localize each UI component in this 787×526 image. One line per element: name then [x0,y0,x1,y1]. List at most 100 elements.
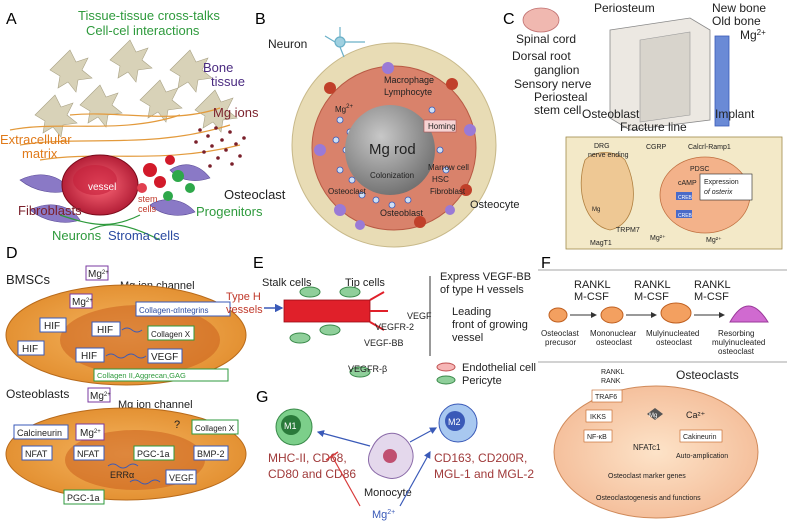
osteoclastogenesis-label: Osteoclastogenesis and functions [596,495,701,502]
rank-label-2: RANK [601,378,621,385]
tip-cells-label: Tip cells [345,277,385,289]
nfat-label-1: NFAT [25,449,48,459]
vegf2-label: VEGF [169,473,194,483]
mg-label-d3: Mg2+ [90,391,111,402]
mono-label-2: osteoclast [596,338,633,347]
bmp2-box [193,445,229,461]
collagen-ii-label: Collagen II,Aggrecan,GAG [97,371,186,380]
mg-box-d1 [85,265,109,281]
old-bone-label: Old bone [712,14,761,28]
collagen-ii-box [93,368,229,382]
sensory-nerve-label: Sensory nerve [514,77,592,91]
fibroblast-label-b: Fibroblast [430,187,466,196]
mg2-label-c2: Mg²⁺ [706,237,722,244]
mg-label-d3-sup: 2+ [104,392,111,398]
fracture-line-label: Fracture line [620,120,687,134]
mg-label-d4-sup: 2+ [94,429,101,435]
mg-label-d2-sup: 2+ [86,298,93,304]
collagen-x-label: Collagen X [151,330,191,339]
ikks-box [585,409,613,423]
macrophage-label: Macrophage [384,75,434,85]
stem-cells-label-1: stem [138,194,158,204]
trpm7-label: TRPM7 [616,227,640,234]
vegf-box-d [147,348,183,364]
interactions-label: Cell-cel interactions [86,23,200,38]
traf6-box [591,389,623,403]
marker-genes-label: Osteoclast marker genes [608,473,686,480]
vegf-label-d: VEGF [151,352,178,363]
resorb-label-2: mulyinucleated [712,338,765,347]
nfat-box-2 [73,445,105,461]
bone-tissue-label-2: tissue [211,74,245,89]
panel-a: A Tissue-tissue cross-talks Cell-cel int… [0,8,286,243]
auto-label: Auto-amplication [676,453,728,460]
vessel-tips [369,291,388,331]
mcsf-1: M-CSF [574,291,609,303]
promote-arrow-m2 [399,450,431,507]
bone-tissue-label-1: Bone [203,60,233,75]
hif-box-1 [39,317,67,333]
homing-label: Homing [428,122,456,131]
periosteum-label: Periosteum [594,1,655,15]
collagen-x2-label: Collagen X [195,424,235,433]
new-bone-label: New bone [712,1,766,15]
mg-box-d4 [75,423,105,441]
vegfbb-label: VEGF-BB [364,338,404,348]
drg-nerve-label-2: nerve ending [588,152,629,159]
osterix-label-2: of osterix [704,189,733,196]
endothelial-legend-icon [436,362,456,372]
pgc-label-1: PGC-1a [137,449,170,459]
endothelial-legend-label: Endothelial cell [462,362,536,374]
osteoclasts-label: Osteoclasts [676,368,739,382]
collagen-integrins-box [135,301,231,317]
mono-label-1: Mononuclear [590,329,637,338]
m1-markers-2: CD80 and CD86 [268,467,356,481]
neuron-label: Neuron [268,37,307,51]
panel-a-letter: A [6,11,17,28]
multi-label-2: osteoclast [656,338,693,347]
ca-label: Ca²⁺ [686,410,706,420]
hif-label-4: HIF [81,351,97,362]
bone-block [609,17,730,131]
nfkb-box [583,429,613,443]
mg-ion-dots [194,126,246,168]
mg-box-d3 [87,387,111,403]
resorb-label-3: osteoclast [718,347,755,356]
mg-label-b-sup: 2+ [346,104,353,110]
drg-label-2: ganglion [534,63,579,77]
nfat-box-1 [21,445,53,461]
pdsc-label: PDSC [690,166,709,173]
nfat-label-2: NFAT [77,449,100,459]
stem-cells-label-2: cells [138,204,157,214]
pgc-box-2 [63,489,105,505]
calcineurin-box [13,424,69,440]
osteoblasts-label: Osteoblasts [6,387,69,401]
m2-markers-1: CD163, CD200R, [434,451,527,465]
mg-label-d3-base: Mg [90,391,104,402]
mg-label-f: Mg [649,413,657,419]
monocyte-label: Monocyte [364,487,412,499]
neuron-icon [324,27,365,58]
rankl-2: RANKL [634,279,671,291]
ring-cells [314,62,476,230]
mg-label-c: Mg2+ [740,28,766,42]
mg-label-d4-base: Mg [80,428,94,439]
mg-rod [345,105,435,195]
lymphocyte-label: Lymphocyte [384,87,432,97]
mg-label-b-base: Mg [335,105,346,114]
collagen-x-box [147,325,195,341]
drg-label-1: Dorsal root [512,49,571,63]
vegfr2-label: VEGFR-2 [375,322,414,332]
m2-nucleus [445,411,465,431]
neuron-lines [59,214,161,241]
wavy-lines-d2 [107,463,161,485]
camp-label: cAMP [678,180,697,187]
hsc-label: HSC [432,175,449,184]
panel-d: D BMSCs Mg2+ Mg ion channel Mg2+ Collage… [5,245,247,505]
mg-label-c-sup: 2+ [757,28,766,37]
express-label-2: of type H vessels [440,284,524,296]
progenitors-label: Progenitors [196,204,263,219]
cross-talks-label: Tissue-tissue cross-talks [78,8,220,23]
inhibit-line-m1 [331,455,361,507]
